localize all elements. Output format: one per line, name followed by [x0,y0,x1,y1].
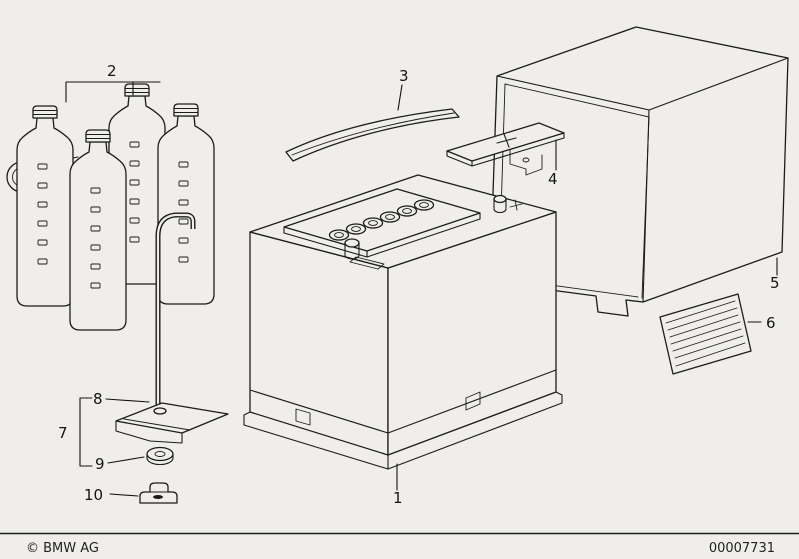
part-hold-down-rod [155,212,196,408]
callout-3-leader [397,84,403,111]
callout-3-label[interactable]: 3 [399,67,409,85]
part-cover-strip [285,108,460,162]
battery-terminal-post-rear [493,194,523,214]
part-hold-down-bracket [115,402,229,444]
callout-9-label[interactable]: 9 [95,455,105,473]
callout-7-label[interactable]: 7 [58,424,68,442]
callout-2-leader [65,81,161,103]
part-vent-grille-label [659,293,752,375]
part-washer [146,446,174,466]
plus-mark [496,133,517,148]
callout-4-label[interactable]: 4 [548,170,558,188]
callout-7-leader [79,397,93,467]
part-clamp [139,482,178,504]
callout-1-label[interactable]: 1 [393,489,403,507]
callout-8-leader [105,398,150,403]
part-electrolyte-bottle-set [6,83,215,331]
document-number: 00007731 [709,541,775,556]
battery-terminal-post-front [344,238,360,260]
callout-6-label[interactable]: 6 [766,314,776,332]
callouts: 1 2 3 4 5 6 7 8 9 10 [58,62,780,507]
plus-terminal-mark [509,199,523,211]
copyright-text: © BMW AG [26,541,99,556]
callout-10-label[interactable]: 10 [84,486,103,504]
part-terminal-bracket [446,122,565,176]
callout-2-label[interactable]: 2 [107,62,117,80]
callout-5-label[interactable]: 5 [770,274,780,292]
callout-9-leader [107,456,145,464]
callout-10-leader [109,493,139,497]
battery-label-rect [349,256,385,270]
callout-8-label[interactable]: 8 [93,390,103,408]
part-battery-cover [489,26,789,317]
footer: © BMW AG 00007731 [0,532,799,556]
part-battery [243,174,563,470]
